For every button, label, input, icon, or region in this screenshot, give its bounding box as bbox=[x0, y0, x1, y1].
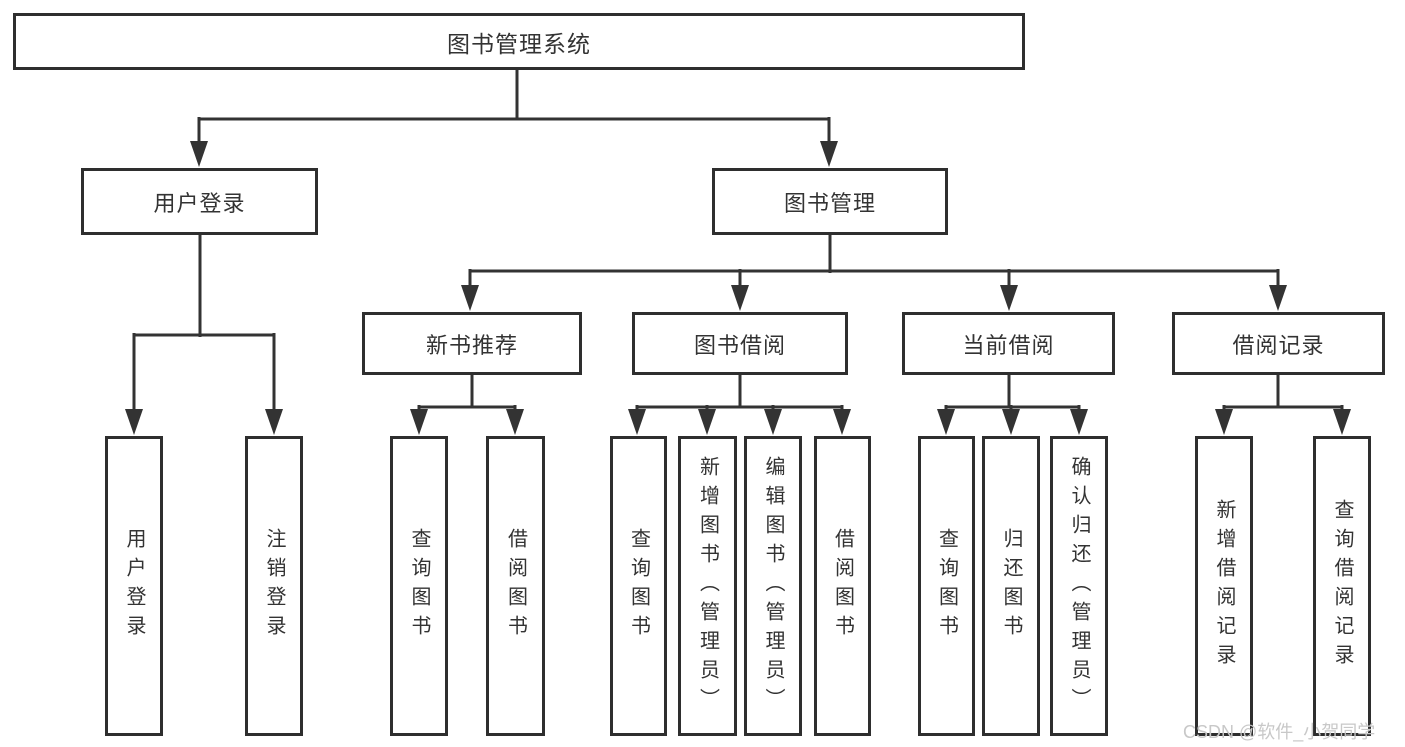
node-borrowing-records-label: 借阅记录 bbox=[1232, 332, 1325, 358]
leaf-user-login: 用户登录 bbox=[105, 436, 163, 736]
leaf-query-books-current: 查询图书 bbox=[918, 436, 975, 736]
leaf-confirm-return-admin-label: 确认归还（管理员） bbox=[1068, 455, 1090, 717]
node-current-borrowing: 当前借阅 bbox=[902, 312, 1115, 375]
leaf-query-borrow-record: 查询借阅记录 bbox=[1313, 436, 1371, 736]
node-user-login-label: 用户登录 bbox=[153, 190, 246, 216]
leaf-edit-books-admin-label: 编辑图书（管理员） bbox=[762, 455, 784, 717]
leaf-confirm-return-admin: 确认归还（管理员） bbox=[1050, 436, 1108, 736]
leaf-query-books-recommendation-label: 查询图书 bbox=[408, 528, 430, 644]
leaf-query-books-recommendation: 查询图书 bbox=[390, 436, 448, 736]
leaf-borrow-books: 借阅图书 bbox=[814, 436, 871, 736]
leaf-return-books: 归还图书 bbox=[982, 436, 1040, 736]
leaf-query-borrow-record-label: 查询借阅记录 bbox=[1331, 499, 1353, 673]
node-current-borrowing-label: 当前借阅 bbox=[962, 332, 1055, 358]
node-book-borrowing: 图书借阅 bbox=[632, 312, 848, 375]
leaf-logout-label: 注销登录 bbox=[263, 528, 285, 644]
leaf-add-books-admin: 新增图书（管理员） bbox=[678, 436, 737, 736]
node-book-management: 图书管理 bbox=[712, 168, 948, 235]
node-book-management-label: 图书管理 bbox=[783, 190, 876, 216]
node-book-borrowing-label: 图书借阅 bbox=[693, 332, 786, 358]
node-user-login: 用户登录 bbox=[81, 168, 318, 235]
node-new-book-recommendation-label: 新书推荐 bbox=[425, 332, 518, 358]
node-new-book-recommendation: 新书推荐 bbox=[362, 312, 582, 375]
leaf-query-books-borrowing-label: 查询图书 bbox=[627, 528, 650, 644]
leaf-logout: 注销登录 bbox=[245, 436, 303, 736]
leaf-user-login-label: 用户登录 bbox=[123, 528, 145, 644]
leaf-add-borrow-record-label: 新增借阅记录 bbox=[1213, 499, 1235, 673]
csdn-watermark: CSDN @软件_小贺同学 bbox=[1183, 722, 1376, 742]
leaf-edit-books-admin: 编辑图书（管理员） bbox=[744, 436, 802, 736]
leaf-query-books-borrowing: 查询图书 bbox=[610, 436, 667, 736]
leaf-borrow-books-label: 借阅图书 bbox=[831, 528, 854, 644]
node-library-management-system-label: 图书管理系统 bbox=[447, 30, 591, 57]
leaf-query-books-current-label: 查询图书 bbox=[935, 528, 958, 644]
leaf-add-borrow-record: 新增借阅记录 bbox=[1195, 436, 1253, 736]
leaf-borrow-books-recommendation-label: 借阅图书 bbox=[504, 528, 527, 644]
node-borrowing-records: 借阅记录 bbox=[1172, 312, 1385, 375]
leaf-return-books-label: 归还图书 bbox=[1000, 528, 1022, 644]
leaf-add-books-admin-label: 新增图书（管理员） bbox=[696, 455, 719, 717]
arrowheads bbox=[125, 141, 1351, 435]
node-library-management-system: 图书管理系统 bbox=[13, 13, 1025, 70]
leaf-borrow-books-recommendation: 借阅图书 bbox=[486, 436, 545, 736]
